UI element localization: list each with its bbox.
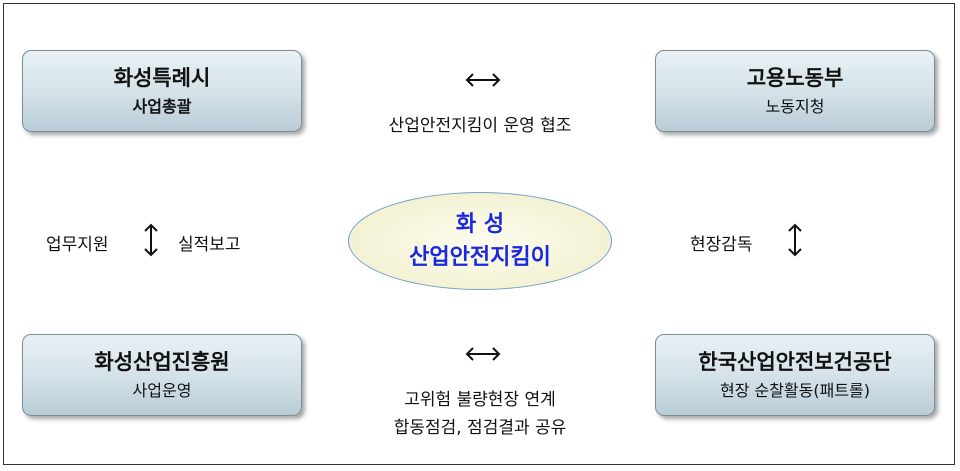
node-title: 화성산업진흥원 bbox=[94, 349, 230, 374]
node-kosha: 한국산업안전보건공단 현장 순찰활동(패트롤) bbox=[655, 334, 935, 416]
node-hwaseong-industry-agency: 화성산업진흥원 사업운영 bbox=[22, 334, 302, 416]
center-node-line1: 화 성 bbox=[455, 212, 505, 237]
relation-bottom-line2: 합동점검, 점검결과 공유 bbox=[393, 418, 567, 438]
node-subtitle: 노동지청 bbox=[765, 96, 825, 116]
double-arrow-horizontal-icon bbox=[464, 346, 502, 362]
node-hwaseong-city: 화성특례시 사업총괄 bbox=[22, 50, 302, 132]
double-arrow-vertical-icon bbox=[787, 222, 803, 258]
double-arrow-vertical-icon bbox=[143, 222, 159, 258]
double-arrow-horizontal-icon bbox=[464, 72, 502, 88]
relation-top-label: 산업안전지킴이 운영 협조 bbox=[330, 112, 630, 140]
node-title: 한국산업안전보건공단 bbox=[698, 349, 892, 374]
node-ministry-of-labor: 고용노동부 노동지청 bbox=[655, 50, 935, 132]
relation-bottom-label: 고위험 불량현장 연계 합동점검, 점검결과 공유 bbox=[330, 386, 630, 442]
relation-left-support-label: 업무지원 bbox=[46, 235, 109, 255]
relation-left-report-label: 실적보고 bbox=[178, 235, 241, 255]
diagram-frame bbox=[3, 3, 955, 465]
relation-bottom-line1: 고위험 불량현장 연계 bbox=[404, 390, 556, 410]
center-node-line2: 산업안전지킴이 bbox=[409, 245, 551, 270]
node-subtitle: 사업총괄 bbox=[132, 96, 192, 116]
node-subtitle: 사업운영 bbox=[132, 380, 192, 400]
node-title: 화성특례시 bbox=[113, 65, 211, 90]
node-subtitle: 현장 순찰활동(패트롤) bbox=[719, 380, 871, 400]
center-node: 화 성 산업안전지킴이 bbox=[348, 192, 612, 290]
relation-right-label: 현장감독 bbox=[690, 235, 753, 255]
relation-top-text: 산업안전지킴이 운영 협조 bbox=[388, 116, 572, 136]
node-title: 고용노동부 bbox=[746, 65, 844, 90]
